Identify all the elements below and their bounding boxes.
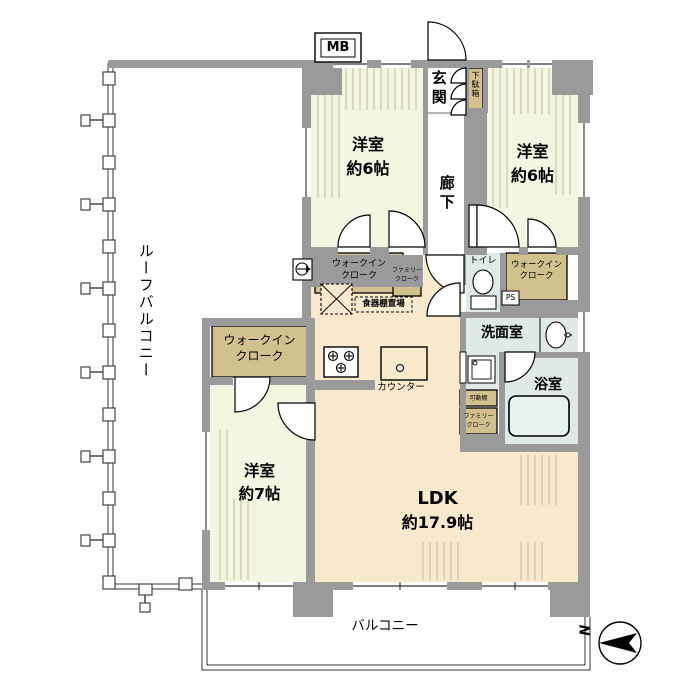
family-cloak-lower-label: ファミリー クローク	[463, 413, 494, 429]
kitchen-counter	[380, 346, 428, 381]
family-cloak-upper-label: ファミリー クローク	[391, 267, 422, 283]
bath-label: 浴室	[534, 377, 562, 393]
toilet-tank	[470, 295, 497, 310]
bedroom-b-door	[476, 204, 520, 248]
bedroom-b-label: 洋室 約6帖	[510, 142, 555, 185]
toilet-door	[426, 282, 461, 317]
toilet-label: トイレ	[469, 256, 497, 266]
pipe-space-label: PS	[505, 293, 516, 302]
roof-balcony-outline	[107, 63, 202, 590]
ldk-label: LDK 約17.9帖	[401, 488, 474, 532]
compass-north-label: N	[578, 624, 594, 636]
wic-top-left-label: ウォークイン クローク	[331, 259, 386, 281]
family-cloak-lower-box	[459, 407, 498, 435]
compass-needle	[599, 633, 637, 653]
bedroom-a-label: 洋室 約6帖	[346, 135, 390, 178]
wic-bedroom-c-door	[234, 376, 271, 413]
getabako-label: 下駄箱	[471, 71, 480, 98]
roof-balcony-label: ルーフバルコニー	[136, 243, 155, 379]
washroom-door-leaf	[459, 351, 467, 384]
railing-brackets	[80, 71, 193, 613]
counter-label: カウンター	[377, 382, 425, 393]
bath-door	[504, 351, 536, 383]
door-swings	[234, 21, 557, 441]
bedroom-a-door	[388, 210, 426, 248]
shoe-box-door	[450, 99, 467, 116]
wic-bedroom-c-label: ウォークイン クローク	[223, 333, 296, 363]
bathtub	[508, 395, 570, 437]
wic-top-right-door	[527, 218, 557, 248]
compass	[598, 621, 642, 665]
balcony-label: バルコニー	[351, 618, 419, 634]
bedroom-b-door-leaf	[468, 204, 478, 248]
washroom-label: 洗面室	[481, 325, 523, 341]
bedroom-c-label: 洋室 約7帖	[238, 462, 281, 503]
meter-box-inner	[320, 38, 356, 58]
washbasin	[545, 321, 567, 349]
bedroom-c-door	[277, 402, 316, 441]
bedroom-a-closet-door	[337, 214, 371, 248]
entrance-door	[427, 21, 467, 61]
windows	[202, 60, 590, 590]
cupboard-space-label: 食器棚置場	[362, 299, 405, 309]
balcony-outline	[201, 590, 591, 671]
counter-sink	[395, 363, 405, 373]
shoe-box-door	[450, 83, 467, 100]
corridor-label: 廊下	[437, 175, 456, 213]
meter-box-label: MB	[326, 40, 350, 55]
shoe-box-door	[450, 67, 467, 84]
cupboard-label-box	[354, 296, 413, 313]
wic-top-right-label: ウォークイン クローク	[510, 260, 562, 281]
fixtures	[292, 32, 572, 437]
genkan-label: 玄関	[429, 70, 448, 108]
ldk-floor-main	[311, 283, 462, 582]
toilet-bowl	[472, 269, 494, 295]
movable-shelf-label: 可動棚	[469, 395, 488, 402]
pipe-space-box	[501, 290, 520, 306]
